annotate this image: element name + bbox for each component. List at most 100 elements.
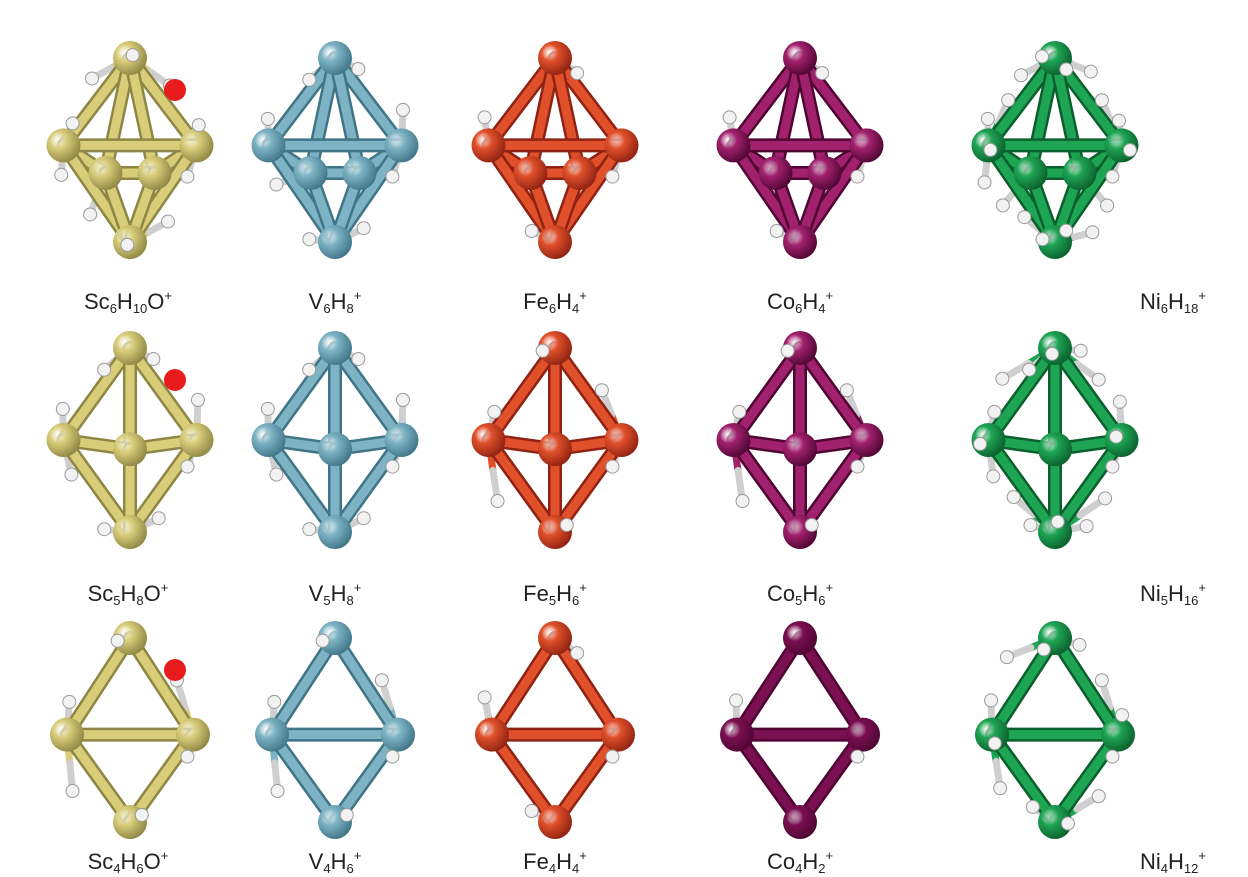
metal-metal-bond-highlight — [1050, 53, 1084, 178]
hydrogen-atom — [64, 467, 79, 482]
metal-atom — [538, 621, 572, 655]
hydrogen-atom — [55, 401, 70, 416]
cluster-fe5h6-cation — [455, 290, 655, 580]
metal-atom — [251, 128, 286, 163]
hydrogen-atom — [97, 522, 112, 537]
hydrogen-atom — [302, 362, 317, 377]
formula-label: Co5H6+ — [700, 580, 900, 608]
metal-atom — [46, 423, 81, 457]
oxygen-atom — [164, 369, 186, 391]
cluster-v6h8-cation — [235, 0, 435, 290]
formula-subscript: 4 — [548, 861, 557, 876]
hydrogen-atom — [605, 169, 620, 184]
metal-atom — [176, 717, 210, 752]
hydrogen-atom — [1035, 49, 1050, 64]
hydrogen-atom — [732, 404, 747, 419]
formula-charge: + — [579, 580, 587, 595]
hydrogen-atom — [999, 650, 1014, 665]
formula-element: O — [143, 581, 161, 606]
hydrogen-atom — [161, 214, 176, 229]
formula-subscript: 4 — [571, 301, 580, 316]
metal-metal-bond-highlight — [125, 53, 159, 178]
hydrogen-atom — [1079, 519, 1094, 534]
hydrogen-atom — [1094, 93, 1109, 108]
metal-metal-bond-highlight — [487, 730, 560, 827]
hydrogen-atom — [993, 781, 1008, 796]
hydrogen-atom — [487, 404, 502, 419]
formula-subscript: 6 — [1160, 301, 1169, 316]
hydrogen-atom — [302, 72, 317, 87]
cluster-v4h6-cation — [235, 580, 435, 870]
metal-metal-bond-highlight — [987, 730, 1060, 827]
hydrogen-atom — [987, 736, 1002, 751]
formula-label: Sc4H6O+ — [28, 848, 228, 876]
metal-metal-bond-highlight — [306, 53, 340, 178]
hydrogen-atom — [1072, 637, 1087, 652]
metal-atom — [720, 717, 754, 752]
cluster-structure — [475, 621, 635, 839]
hydrogen-atom — [570, 646, 585, 661]
metal-metal-bond-highlight — [795, 633, 868, 740]
oxygen-atom — [164, 79, 186, 101]
hydrogen-atom — [1122, 143, 1137, 158]
formula-subscript: 4 — [818, 301, 826, 316]
metal-atom — [471, 128, 506, 163]
metal-atom — [50, 717, 84, 752]
cluster-ni4h12-cation — [955, 580, 1155, 870]
hydrogen-atom — [180, 169, 195, 184]
metal-metal-bond-highlight — [330, 633, 403, 740]
hydrogen-atom — [987, 404, 1002, 419]
metal-metal-bond-highlight — [264, 53, 340, 150]
cluster-ni6h18-cation — [955, 0, 1155, 290]
hydrogen-atom — [260, 401, 275, 416]
formula-subscript: 6 — [571, 593, 580, 608]
metal-atom — [384, 423, 419, 457]
formula-element: H — [1168, 289, 1184, 314]
metal-metal-bond-highlight — [984, 343, 1060, 445]
metal-metal-bond-highlight — [125, 53, 201, 150]
hydrogen-atom — [151, 511, 166, 526]
formula-element: H — [120, 581, 137, 606]
formula-subscript: 8 — [346, 301, 354, 316]
hydrogen-atom — [570, 66, 585, 81]
metal-metal-bond-highlight — [484, 53, 560, 150]
formula-element: H — [116, 289, 133, 314]
formula-subscript: 6 — [818, 593, 826, 608]
metal-atom — [538, 432, 572, 467]
metal-metal-bond-highlight — [1050, 730, 1123, 827]
formula-charge: + — [825, 848, 834, 863]
hydrogen-atom — [594, 383, 609, 398]
metal-metal-bond-highlight — [125, 343, 201, 445]
metal-atom — [538, 41, 572, 75]
metal-atom — [113, 515, 147, 549]
metal-atom — [475, 717, 509, 752]
hydrogen-atom — [84, 71, 99, 86]
formula-subscript: 16 — [1183, 593, 1199, 608]
metal-metal-bond-highlight — [550, 53, 626, 150]
cluster-structure — [50, 621, 210, 839]
formula-element: Fe — [523, 581, 549, 606]
metal-metal-bond-highlight — [1050, 633, 1123, 740]
formula-charge: + — [579, 288, 587, 303]
formula-subscript: 18 — [1183, 301, 1199, 316]
formula-element: Fe — [523, 849, 549, 874]
formula-subscript: 5 — [113, 593, 121, 608]
metal-metal-bond-highlight — [484, 343, 560, 445]
cluster-v5h8-cation — [235, 290, 435, 580]
cluster-structure — [716, 41, 884, 259]
cluster-structure — [720, 621, 880, 839]
formula-subscript: 8 — [346, 593, 354, 608]
hydrogen-atom — [191, 118, 206, 133]
metal-atom — [179, 128, 214, 163]
formula-element: O — [143, 849, 161, 874]
hydrogen-atom — [995, 198, 1010, 213]
hydrogen-atom — [995, 371, 1010, 386]
hydrogen-atom — [351, 351, 366, 366]
hydrogen-atom — [395, 102, 410, 117]
hydrogen-atom — [605, 749, 620, 764]
formula-charge: + — [353, 848, 362, 863]
metal-metal-bond-highlight — [795, 435, 871, 537]
formula-element: Ni — [1140, 849, 1161, 874]
formula-element: H — [330, 849, 347, 874]
hydrogen-atom — [477, 690, 492, 705]
